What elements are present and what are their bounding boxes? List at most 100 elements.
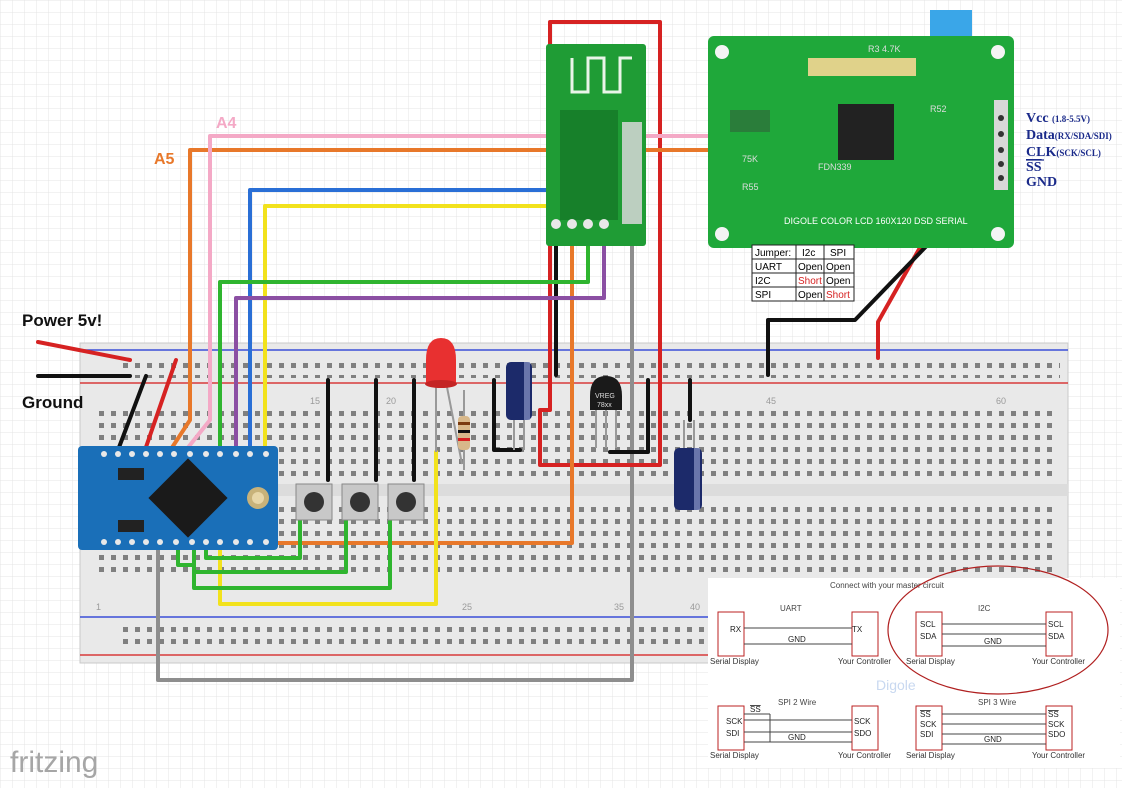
svg-text:35: 35 [614, 602, 624, 612]
arduino-pro-mini [78, 446, 278, 550]
jt-r2c1: Open [798, 290, 822, 301]
i2c-right-0: SCL [1048, 620, 1064, 629]
wire-yellow-bottom [218, 450, 438, 606]
voltage-regulator: VREG 78xx [590, 376, 622, 448]
svg-text:25: 25 [462, 602, 472, 612]
push-buttons [295, 483, 425, 521]
svg-text:45: 45 [766, 396, 776, 406]
jt-h1: I2c [802, 248, 815, 259]
svg-text:15: 15 [310, 396, 320, 406]
svg-text:VREG: VREG [595, 393, 615, 400]
jumper-table: Jumper: I2c SPI UART Open Open I2C Short… [751, 244, 855, 302]
svg-text:R52: R52 [930, 104, 947, 114]
pin-gnd-name: GND [1026, 175, 1057, 190]
ground-label: Ground [22, 393, 83, 412]
fritzing-watermark: fritzing [10, 746, 98, 779]
wire-orange-bt [270, 226, 574, 545]
svg-text:R3 4.7K: R3 4.7K [868, 44, 901, 54]
pin-clk-name: CLK [1026, 145, 1056, 160]
svg-text:40: 40 [690, 602, 700, 612]
i2c-left-0: SCL [920, 620, 936, 629]
spi2-title: SPI 2 Wire [778, 698, 817, 707]
i2c-right-1: SDA [1048, 632, 1065, 641]
svg-text:Vcc (1.8-5.5V): Vcc (1.8-5.5V) [1026, 111, 1090, 126]
bluetooth-module [546, 44, 646, 246]
i2c-title: I2C [978, 604, 991, 613]
wire-purple [234, 228, 606, 454]
wire-cap-gnd [492, 378, 522, 452]
connect-title: Connect with your master circuit [830, 581, 945, 590]
jt-r0c1: Open [798, 262, 822, 273]
svg-text:60: 60 [996, 396, 1006, 406]
jt-h2: SPI [830, 248, 846, 259]
spi3-left-2: SDI [920, 730, 933, 739]
power-label: Power 5v! [22, 311, 102, 330]
i2c-your-controller: Your Controller [1032, 657, 1085, 666]
spi2-gnd: GND [788, 733, 806, 742]
svg-text:R55: R55 [742, 182, 759, 192]
spi3-left-1: SCK [920, 720, 937, 729]
jt-r0c2: Open [826, 262, 850, 273]
digole-watermark: Digole [876, 677, 916, 693]
resistor [458, 390, 470, 470]
spi3-right-1: SCK [1048, 720, 1065, 729]
wire-power [36, 340, 132, 362]
lcd-board: R3 4.7K 75K R55 FDN339 R52 DIGOLE COLOR … [708, 10, 1014, 248]
svg-text:1: 1 [96, 602, 101, 612]
pin-ss-name: SS [1026, 160, 1042, 175]
i2c-block: I2C SCL SDA SCL SDA GND Serial Display Y… [906, 604, 1085, 666]
wire-red-bt [538, 20, 662, 467]
spi3-gnd: GND [984, 735, 1002, 744]
svg-text:78xx: 78xx [597, 402, 612, 409]
jt-r2c2: Short [826, 290, 850, 301]
spi2-right-0: SCK [854, 717, 871, 726]
jt-r2c0: SPI [755, 290, 771, 301]
spi3-your-controller: Your Controller [1032, 751, 1085, 760]
spi3-right-0: SS [1048, 710, 1059, 719]
capacitor-2 [674, 420, 702, 510]
jt-r0c0: UART [755, 262, 782, 273]
spi3-left-0: SS [920, 710, 931, 719]
jt-r1c0: I2C [755, 276, 771, 287]
jt-r1c2: Open [826, 276, 850, 287]
svg-text:FDN339: FDN339 [818, 162, 852, 172]
connect-panel: Connect with your master circuit Digole … [708, 565, 1120, 768]
spi3-serial-display: Serial Display [906, 751, 955, 760]
i2c-left-1: SDA [920, 632, 937, 641]
spi3-title: SPI 3 Wire [978, 698, 1017, 707]
jt-h0: Jumper: [755, 248, 791, 259]
wire-gnd-arduino [116, 374, 148, 452]
spi2-your-controller: Your Controller [838, 751, 891, 760]
wire-reg-gnd [608, 378, 650, 454]
wire-green-b2 [192, 518, 348, 574]
svg-text:Data(RX/SDA/SDI): Data(RX/SDA/SDI) [1026, 128, 1112, 143]
svg-text:75K: 75K [742, 154, 758, 164]
spi2-ss: SS [750, 705, 761, 714]
spi2-right-1: SDO [854, 729, 871, 738]
spi2-left-1: SDI [726, 729, 739, 738]
wire-green-b1 [176, 518, 392, 590]
spi3-block: SPI 3 Wire SS SCK SDI SS SCK SDO GND Ser… [906, 698, 1085, 760]
uart-title: UART [780, 604, 802, 613]
spi2-serial-display: Serial Display [710, 751, 759, 760]
wire-green-top [218, 228, 590, 454]
a4-label: A4 [216, 115, 237, 132]
uart-serial-display: Serial Display [710, 657, 759, 666]
i2c-highlight-circle [887, 565, 1109, 695]
lcd-silkscreen: DIGOLE COLOR LCD 160X120 DSD SERIAL [784, 216, 968, 226]
wire-vcc-arduino [143, 358, 178, 452]
capacitor-1 [506, 362, 532, 450]
pin-vcc-note: (1.8-5.5V) [1052, 114, 1090, 124]
uart-your-controller: Your Controller [838, 657, 891, 666]
a5-label: A5 [154, 151, 175, 168]
wire-green-b3 [204, 518, 302, 560]
spi2-block: SPI 2 Wire SS SCK SDI SCK SDO GND Serial… [710, 698, 891, 760]
pin-clk-note: (SCK/SCL) [1056, 148, 1101, 158]
pin-data-name: Data [1026, 128, 1055, 143]
uart-left-0: RX [730, 625, 742, 634]
i2c-serial-display: Serial Display [906, 657, 955, 666]
spi3-right-2: SDO [1048, 730, 1065, 739]
jt-r1c1: Short [798, 276, 822, 287]
spi2-left-0: SCK [726, 717, 743, 726]
